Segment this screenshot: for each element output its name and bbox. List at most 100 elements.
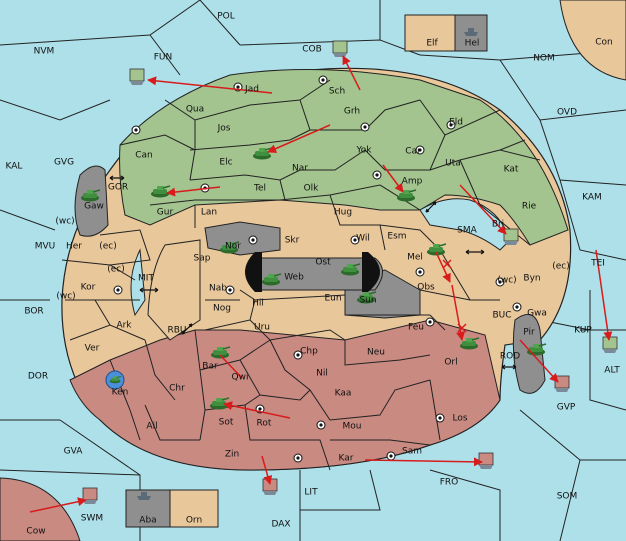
supply-center-icon: [435, 413, 445, 423]
label-con: Con: [595, 38, 613, 48]
label-skr: Skr: [285, 236, 300, 246]
label-chp: Chp: [300, 347, 318, 357]
supply-center-icon: [372, 170, 382, 180]
label-nil: Nil: [316, 369, 328, 379]
label-fun: FUN: [154, 53, 173, 63]
label-amp: Amp: [402, 177, 423, 187]
double-arrow-icon: [425, 201, 437, 213]
supply-center-icon: [293, 453, 303, 463]
label-kaa: Kaa: [335, 389, 352, 399]
sea-rbu[interactable]: [130, 248, 146, 317]
label-qwi: Qwi: [232, 373, 249, 383]
ship-unit-icon: [129, 68, 145, 86]
label-wc-gaw: (wc): [55, 217, 74, 227]
label-jos: Jos: [217, 124, 231, 134]
label-kup: KUP: [574, 326, 592, 336]
label-tei: TEI: [590, 259, 605, 269]
label-nog: Nog: [213, 304, 231, 314]
region-sap-inner[interactable]: [147, 239, 201, 341]
label-lan: Lan: [201, 208, 217, 218]
label-nom: NOM: [533, 54, 555, 64]
label-kat: Kat: [504, 165, 519, 175]
label-uta: Uta: [445, 159, 461, 169]
label-gwa: Gwa: [527, 309, 547, 319]
label-gur: Gur: [157, 208, 174, 218]
label-qua: Qua: [186, 105, 204, 115]
label-obs: Obs: [417, 283, 435, 293]
supply-center-icon: [425, 317, 435, 327]
region-black-left: [245, 252, 262, 292]
label-jad: Jad: [244, 85, 259, 95]
label-mel: Mel: [407, 253, 423, 263]
ship-unit-icon: [602, 336, 618, 354]
label-sot: Sot: [219, 418, 234, 428]
label-ver: Ver: [85, 344, 100, 354]
label-gvg: GVG: [54, 158, 74, 168]
label-zin: Zin: [225, 450, 239, 460]
label-wc-byn: (wc): [497, 276, 516, 286]
region-elf[interactable]: [404, 14, 456, 52]
supply-center-icon: [113, 285, 123, 295]
label-rot: Rot: [257, 419, 272, 429]
double-arrow-icon: [139, 287, 159, 293]
label-web: Web: [284, 273, 304, 283]
label-som: SOM: [557, 492, 578, 502]
label-elc: Elc: [219, 158, 232, 168]
label-ec-kor: (ec): [107, 265, 125, 275]
land-borders: [61, 79, 541, 471]
label-feu: Feu: [408, 323, 424, 333]
supply-center-icon: [415, 267, 425, 277]
label-kor: Kor: [81, 283, 96, 293]
label-ail: Ail: [146, 422, 157, 432]
double-arrow-icons: [109, 175, 517, 370]
ship-unit-icon: [464, 28, 478, 36]
label-hel: Hel: [465, 39, 480, 49]
supply-center-icon: [131, 125, 141, 135]
label-rod: ROD: [500, 352, 520, 362]
label-ec-byn: (ec): [552, 262, 570, 272]
double-arrow-icon: [501, 364, 517, 370]
label-her: Her: [66, 242, 82, 252]
label-sam: Sam: [402, 447, 422, 457]
label-wil: Wil: [356, 234, 370, 244]
label-car: Car: [405, 147, 421, 157]
label-mvu: MVU: [35, 242, 56, 252]
label-nor: Nor: [225, 242, 241, 252]
label-rbu: RBU: [167, 326, 186, 336]
supply-center-icon: [316, 420, 326, 430]
ship-unit-icon: [82, 487, 98, 505]
label-los: Los: [452, 414, 467, 424]
label-ovd: OVD: [557, 108, 577, 118]
label-kal: KAL: [6, 162, 23, 172]
ship-unit-icon: [332, 40, 348, 58]
label-eld: Eld: [449, 118, 463, 128]
orders: [29, 55, 613, 513]
label-gaw: Gaw: [84, 202, 104, 212]
label-mit: MIT: [138, 274, 154, 284]
label-sma: SMA: [457, 226, 477, 236]
label-nab: Nab: [209, 284, 227, 294]
label-aba: Aba: [139, 516, 156, 526]
label-pir: Pir: [523, 328, 535, 338]
label-sun: Sun: [359, 296, 376, 306]
label-neu: Neu: [367, 348, 385, 358]
label-lit: LIT: [304, 488, 318, 498]
region-nor[interactable]: [204, 221, 281, 256]
label-dor: DOR: [28, 372, 48, 382]
label-sap: Sap: [194, 254, 211, 264]
label-ost: Ost: [315, 258, 331, 268]
supply-center-icon: [360, 122, 370, 132]
label-sch: Sch: [329, 87, 345, 97]
rose-territory: [69, 319, 501, 471]
supply-center-icon: [512, 302, 522, 312]
label-gvp: GVP: [557, 403, 576, 413]
label-eun: Eun: [324, 294, 341, 304]
region-orn[interactable]: [169, 489, 219, 528]
label-gva: GVA: [64, 447, 84, 457]
label-mou: Mou: [343, 422, 362, 432]
label-elf: Elf: [426, 39, 438, 49]
label-dax: DAX: [271, 520, 290, 530]
label-bri: Bri: [492, 220, 504, 230]
label-hil: Hil: [252, 299, 264, 309]
